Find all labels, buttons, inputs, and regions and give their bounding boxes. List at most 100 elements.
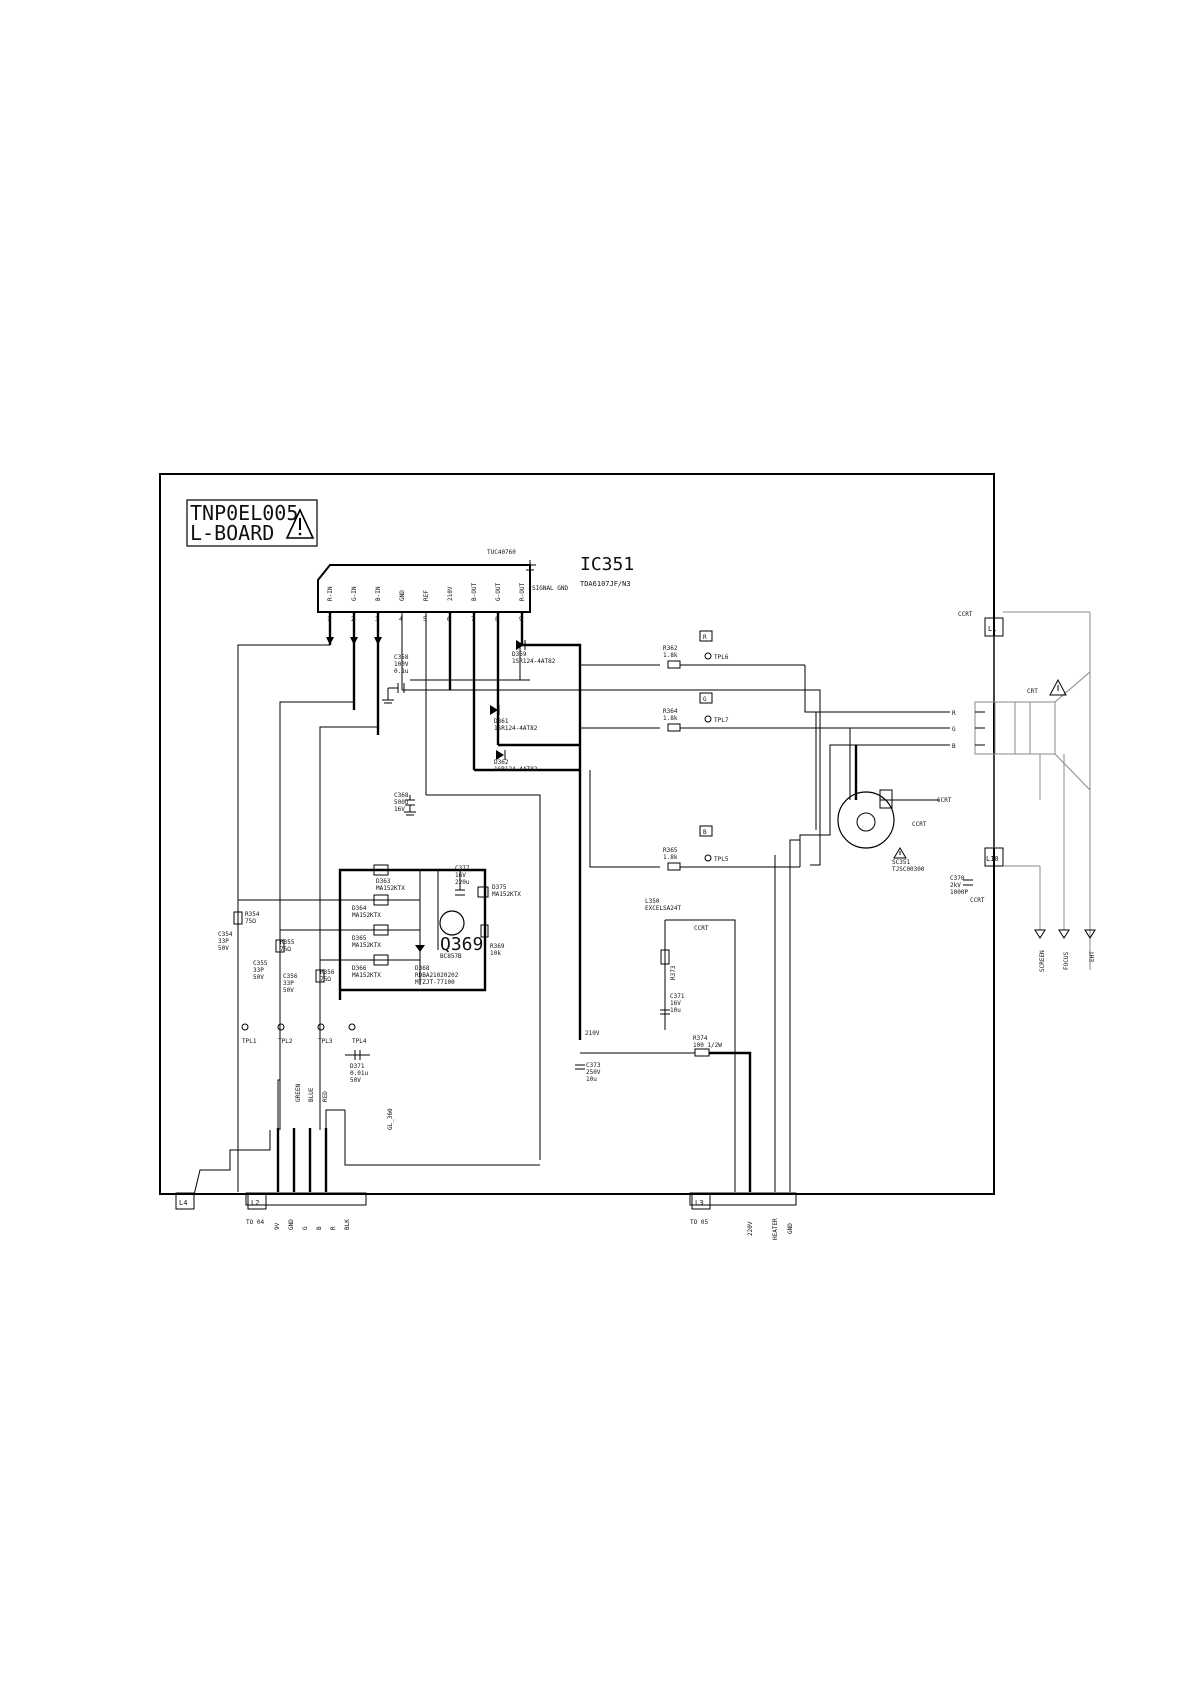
clamp-block bbox=[338, 868, 487, 1000]
c354-voltage: 50V bbox=[218, 945, 229, 952]
d363-ref: D363 bbox=[376, 878, 391, 885]
board-part-number: TNP0EL005 bbox=[190, 501, 298, 525]
c354-value: 33P bbox=[218, 938, 229, 945]
l10-connector: L10 bbox=[984, 754, 1040, 867]
c368: C368 500u 16V bbox=[394, 792, 416, 816]
ic351-pin-7-name: B-OUT bbox=[471, 583, 478, 601]
l2-pin-9v: 9V bbox=[274, 1222, 281, 1230]
c370: C370 2kV 1000P CCRT bbox=[950, 875, 985, 904]
wire-color-blue: BLUE bbox=[308, 1087, 315, 1102]
d365: D365 MA152KTX bbox=[352, 924, 389, 949]
box-r-label: R bbox=[703, 634, 707, 641]
c373: C373 250V 10u bbox=[575, 1062, 601, 1083]
l3-pin-gnd: GND bbox=[787, 1223, 794, 1234]
box-b-label: B bbox=[703, 829, 707, 836]
d364: D364 MA152KTX bbox=[352, 894, 389, 919]
l4-label: L4 bbox=[179, 1199, 187, 1207]
d361-ref: D361 bbox=[494, 718, 509, 725]
l10-label: L10 bbox=[986, 855, 999, 863]
r356: R356 75Ω bbox=[315, 959, 340, 983]
tpl6: TPL6 bbox=[680, 652, 805, 666]
crt-rgb-lines bbox=[799, 665, 950, 867]
tpl3-label: TPL3 bbox=[318, 1038, 333, 1045]
board-frame bbox=[159, 473, 995, 1195]
r355: R355 75Ω bbox=[275, 929, 340, 953]
c371-voltage: 16V bbox=[670, 1000, 681, 1007]
d359-part: 1SR124-4AT82 bbox=[512, 658, 556, 665]
d362-part: 1SR124-4AT82 bbox=[494, 766, 538, 773]
r355-value: 75Ω bbox=[280, 946, 291, 953]
l2-pin-blk: BLK bbox=[344, 1219, 351, 1230]
r354-ref: R354 bbox=[245, 911, 260, 918]
ic351-pin-3-name: B-IN bbox=[375, 586, 382, 601]
crt-pin-r: R bbox=[952, 710, 956, 717]
d368-part2: MTZJT-77100 bbox=[415, 979, 455, 986]
d368-part1: RDBA21020202 bbox=[415, 972, 459, 979]
l350-ref: L350 bbox=[645, 898, 660, 905]
c373-value: 10u bbox=[586, 1076, 597, 1083]
d365-ref: D365 bbox=[352, 935, 367, 942]
l2-label: L2 bbox=[251, 1199, 259, 1207]
c371-ref: C371 bbox=[670, 993, 685, 1000]
r373-ref: R373 bbox=[670, 965, 677, 980]
c358-ref: C358 bbox=[394, 654, 409, 661]
crt-pin-g: G bbox=[952, 726, 956, 733]
r362-value: 1.8k bbox=[663, 652, 678, 659]
ic351-pin-5-name: REF bbox=[423, 590, 430, 601]
sc351: SC351 TJSC00300 CCRT CCRT bbox=[837, 789, 952, 873]
r369-ref: R369 bbox=[490, 943, 505, 950]
c377-voltage: 16V bbox=[455, 872, 466, 879]
c368-value: 500u bbox=[394, 799, 409, 806]
r364-ref: R364 bbox=[663, 708, 678, 715]
l350-part: EXCELSA24T bbox=[645, 905, 682, 912]
ic351-pin-4-name: GND bbox=[399, 590, 406, 601]
l350: L350 EXCELSA24T bbox=[645, 898, 736, 1192]
r362: R362 1.8k bbox=[580, 645, 681, 669]
ic351-ref: IC351 bbox=[580, 554, 634, 575]
l3-connector: L3 TO 05 220V HEATER GND bbox=[689, 1192, 797, 1240]
c356-ref: C356 bbox=[283, 973, 298, 980]
d359-ref: D359 bbox=[512, 651, 527, 658]
r365: R365 1.8k bbox=[589, 770, 681, 871]
crt-outputs: SCREEN FOCUS EHT bbox=[1034, 754, 1096, 972]
c354-ref: C354 bbox=[218, 931, 233, 938]
r365-value: 1.8k bbox=[663, 854, 678, 861]
sc351-ref: SC351 bbox=[892, 859, 910, 866]
d365-part: MA152KTX bbox=[352, 942, 381, 949]
r362-ref: R362 bbox=[663, 645, 678, 652]
crt-pin-b: B bbox=[952, 743, 956, 750]
l2-pin-gnd: GND bbox=[288, 1219, 295, 1230]
c356: C356 33P 50V bbox=[283, 973, 298, 994]
d371-value: 0.01u bbox=[350, 1070, 368, 1077]
r355-ref: R355 bbox=[280, 939, 295, 946]
ccrt-c370-label: CCRT bbox=[970, 897, 985, 904]
ic351-pin-6-name: 210V bbox=[447, 586, 454, 601]
q369-part: BC857B bbox=[440, 953, 462, 960]
c377-ref: C377 bbox=[455, 865, 470, 872]
tpl5-point bbox=[704, 854, 712, 862]
ic351-pin-2-name: G-IN bbox=[351, 586, 358, 601]
r356-ref: R356 bbox=[320, 969, 335, 976]
c370-value: 1000P bbox=[950, 889, 968, 896]
r364-value: 1.8k bbox=[663, 715, 678, 722]
c373-voltage: 250V bbox=[586, 1069, 601, 1076]
tpl6-point bbox=[704, 652, 712, 660]
tpl4-point bbox=[348, 1023, 356, 1031]
c356-value: 33P bbox=[283, 980, 294, 987]
d366-part: MA152KTX bbox=[352, 972, 381, 979]
ic351-pin-4-number: 4 bbox=[399, 616, 403, 623]
crt: CRT R G B bbox=[952, 670, 1091, 792]
tpl7-point bbox=[704, 715, 712, 723]
wire-color-green: GREEN bbox=[295, 1084, 302, 1102]
output-eht: EHT bbox=[1089, 951, 1096, 962]
ccrt-l1-label: CCRT bbox=[958, 611, 973, 618]
l4-connector: L4 bbox=[175, 1130, 271, 1210]
l3-pin-heater: HEATER bbox=[772, 1218, 779, 1240]
ic351-heatsink: TUC40760 bbox=[487, 549, 516, 556]
gl360-label: GL_360 bbox=[387, 1108, 394, 1130]
tpl1: TPL1 bbox=[241, 1023, 257, 1045]
c370-ref: C370 bbox=[950, 875, 965, 882]
box-g: G bbox=[699, 692, 713, 704]
l2-connector: L2 TO 04 9V GND G B R BLK bbox=[245, 1192, 367, 1230]
